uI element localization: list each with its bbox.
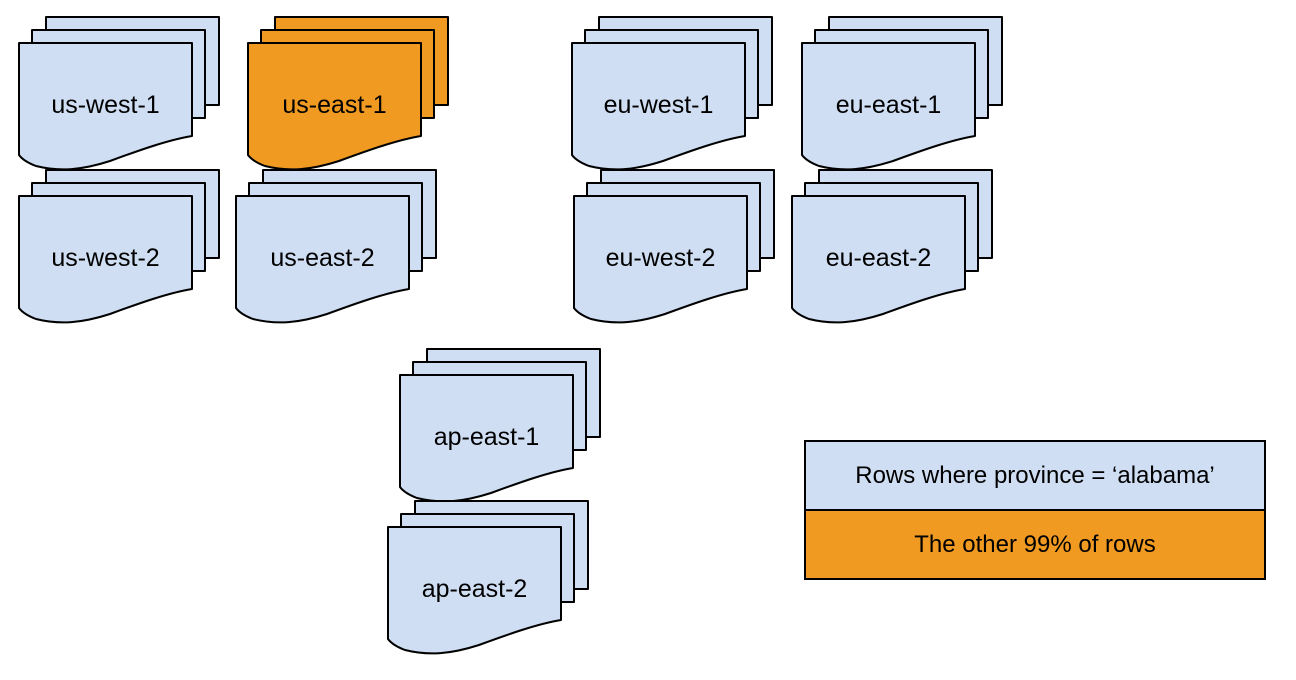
document-stack-icon — [235, 169, 437, 324]
region-stack-ap-east-2: ap-east-2 — [387, 500, 589, 660]
region-stack-ap-east-1: ap-east-1 — [399, 348, 601, 508]
region-stack-us-west-1: us-west-1 — [18, 16, 220, 176]
legend-item-alabama-rows: Rows where province = ‘alabama’ — [806, 442, 1264, 509]
region-stack-us-east-1: us-east-1 — [247, 16, 449, 176]
document-stack-icon — [18, 16, 220, 171]
region-stack-eu-east-1: eu-east-1 — [801, 16, 1003, 176]
region-stack-eu-west-2: eu-west-2 — [573, 169, 775, 329]
legend-item-label: The other 99% of rows — [914, 530, 1156, 558]
document-stack-icon — [571, 16, 773, 171]
document-stack-icon — [801, 16, 1003, 171]
document-stack-icon — [791, 169, 993, 324]
region-stack-us-east-2: us-east-2 — [235, 169, 437, 329]
legend-item-label: Rows where province = ‘alabama’ — [855, 461, 1215, 489]
document-stack-icon — [399, 348, 601, 503]
region-stack-eu-west-1: eu-west-1 — [571, 16, 773, 176]
document-stack-icon — [387, 500, 589, 655]
document-stack-icon — [247, 16, 449, 171]
document-stack-icon — [573, 169, 775, 324]
document-stack-icon — [18, 169, 220, 324]
region-stack-us-west-2: us-west-2 — [18, 169, 220, 329]
legend: Rows where province = ‘alabama’ The othe… — [804, 440, 1266, 580]
legend-item-other-rows: The other 99% of rows — [806, 509, 1264, 578]
region-stack-eu-east-2: eu-east-2 — [791, 169, 993, 329]
